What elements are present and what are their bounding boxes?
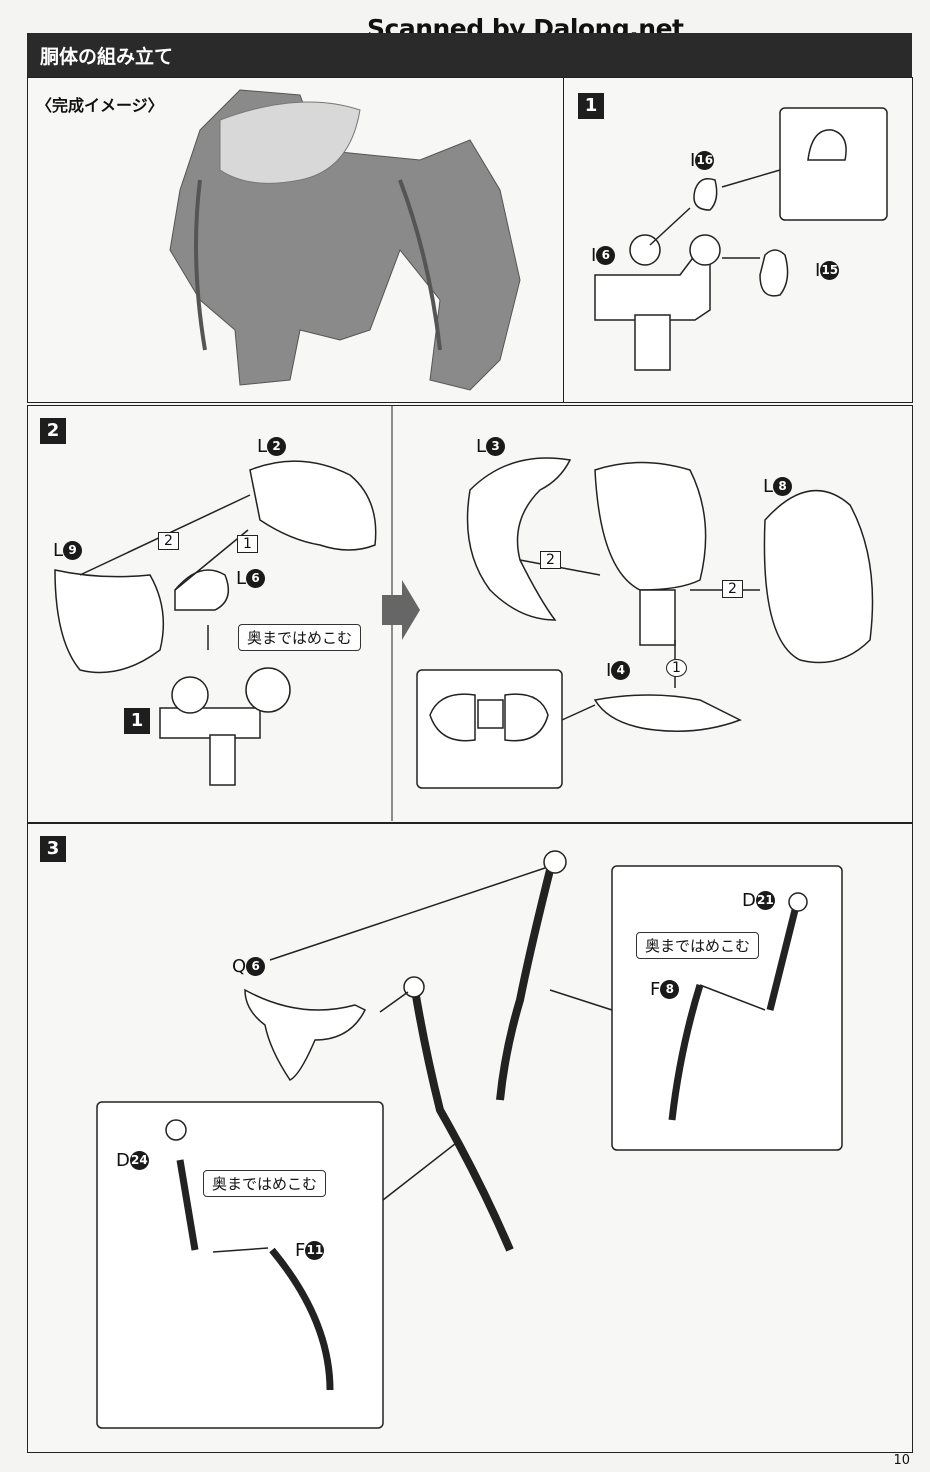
part-label-i15: I15 bbox=[815, 260, 840, 281]
section-header bbox=[27, 33, 912, 77]
part-label-i16: I16 bbox=[690, 150, 715, 171]
preview-label: 〈完成イメージ〉 bbox=[36, 96, 164, 115]
section-title: 胴体の組み立て bbox=[40, 46, 174, 68]
insert-callout-step3-left: 奥まではめこむ bbox=[203, 1170, 327, 1197]
part-label-f11: F11 bbox=[295, 1240, 325, 1261]
step1-torso-block bbox=[594, 178, 789, 371]
insert-callout-step2: 奥まではめこむ bbox=[238, 624, 362, 651]
order-mark-1b: 1 bbox=[666, 659, 687, 677]
step-2-badge: 2 bbox=[40, 418, 66, 444]
step2-left-parts bbox=[54, 460, 377, 786]
page-number: 10 bbox=[893, 1453, 910, 1468]
order-mark-2b: 2 bbox=[540, 551, 561, 569]
part-label-d24: D24 bbox=[116, 1150, 149, 1171]
step2-right-parts bbox=[416, 457, 874, 789]
order-mark-2c: 2 bbox=[722, 580, 743, 598]
finished-model-image bbox=[169, 89, 521, 391]
part-label-d21: D21 bbox=[742, 890, 775, 911]
step-1-badge: 1 bbox=[578, 93, 604, 119]
step-3-badge: 3 bbox=[40, 836, 66, 862]
order-mark-2a: 2 bbox=[158, 532, 179, 550]
order-mark-1a: 1 bbox=[237, 535, 258, 553]
step1-callout-box bbox=[721, 107, 888, 221]
insert-callout-step3-right: 奥まではめこむ bbox=[636, 932, 760, 959]
step-2-ref-badge: 1 bbox=[124, 708, 150, 734]
